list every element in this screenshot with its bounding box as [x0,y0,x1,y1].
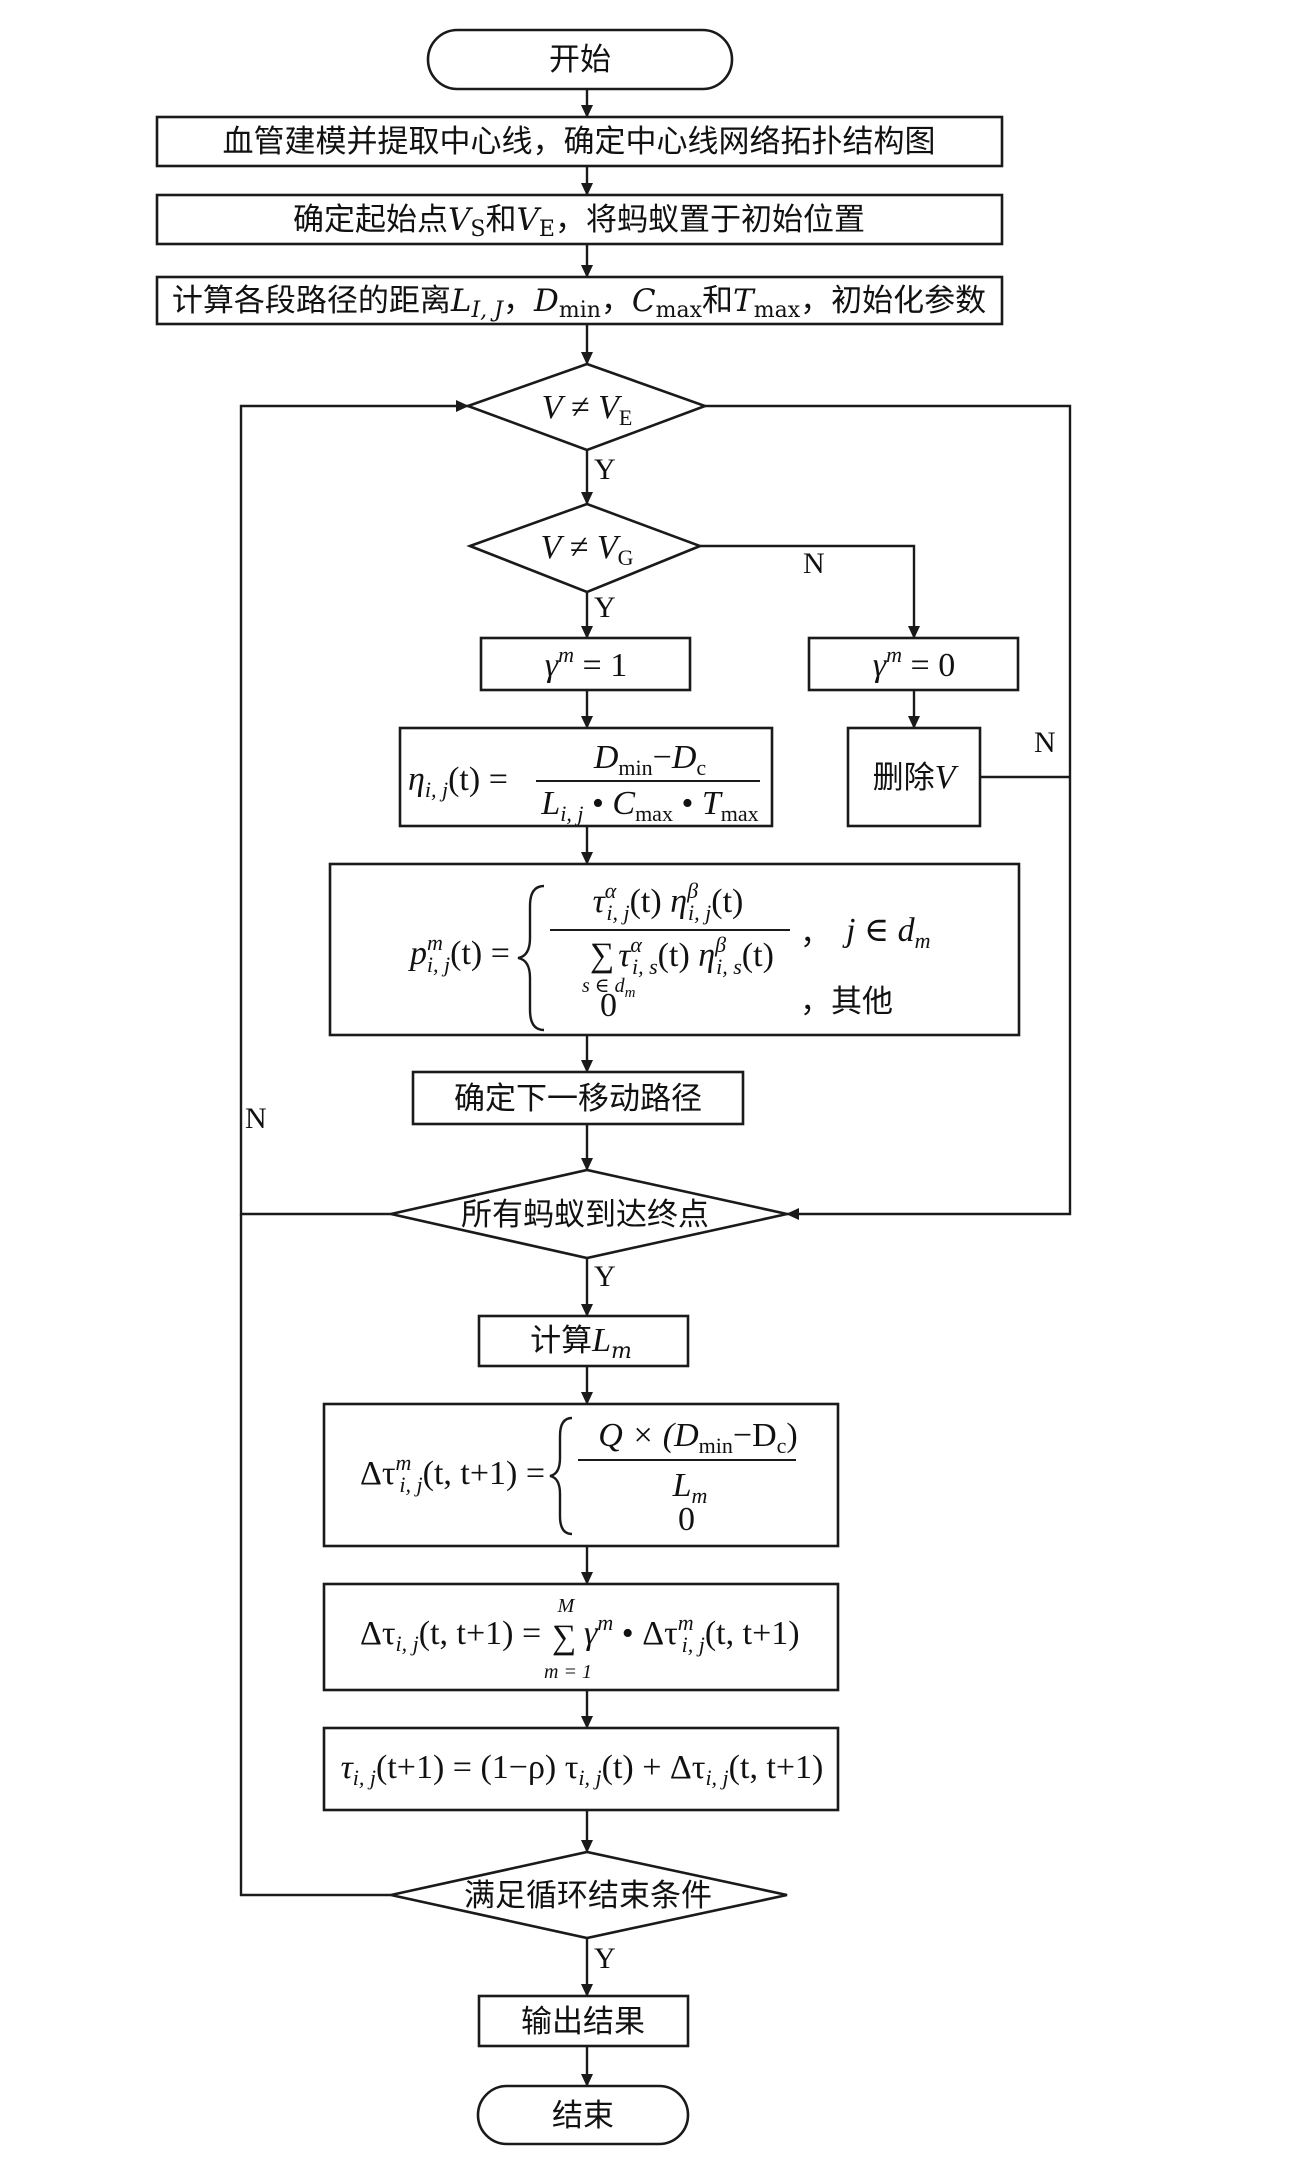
gamma-one-label: γm = 1 [545,642,627,684]
eta-lhs: ηi, j(t) = [408,761,508,802]
decision-v-not-vg: V ≠ VG [466,502,704,594]
no-label-right-loop: N [1034,726,1056,759]
prob-brace [517,884,545,1032]
delete-v-label: 删除V [873,759,960,796]
decision-v-not-ve: V ≠ VE [464,362,709,452]
prob-case1-comma: ， [800,916,831,952]
next-path-label: 确定下一移动路径 [454,1081,702,1117]
pheromone-update-label: τi, j(t+1) = (1−ρ) τi, j(t) + Δτi, j(t, … [341,1749,824,1790]
line-loop-end-no-to-left [239,1214,391,1897]
prob-case2: ，其他 [800,984,893,1020]
yes-label-cond-ve: Y [594,453,616,486]
next-path-box: 确定下一移动路径 [411,1070,745,1126]
eta-formula-box: ηi, j(t) = Dmin−Dc Li, j • Cmax • Tmax [398,726,774,828]
prob-sum-subscript: s ∈ dm [582,975,636,1001]
step-model-centerline-label: 血管建模并提取中心线，确定中心线网络拓扑结构图 [223,124,936,160]
step-set-start-end-label: 确定起始点VS和VE，将蚂蚁置于初始位置 [293,202,865,242]
yes-label-cond-vg: Y [594,591,616,624]
decision-all-arrive: 所有蚂蚁到达终点 [390,1168,788,1260]
branch-labels: Y Y N N N Y Y [245,453,1056,1975]
no-label-left-loop: N [245,1102,267,1135]
end-node: 结束 [476,2084,690,2146]
start-label: 开始 [549,42,611,78]
delta-m-denominator: Lm [672,1467,708,1508]
yes-label-loop-end: Y [594,1942,616,1975]
delete-v-box: 删除V [846,726,982,828]
step-model-centerline: 血管建模并提取中心线，确定中心线网络拓扑结构图 [155,115,1004,168]
step-compute-distance-label: 计算各段路径的距离LI, J，Dmin，Cmax和Tmax，初始化参数 [172,283,986,323]
prob-case1-cond: j ∈ dm [842,912,931,953]
eta-denominator: Li, j • Cmax • Tmax [540,785,758,826]
decision-v-not-vg-label: V ≠ VG [540,529,633,570]
decision-loop-end: 满足循环结束条件 [390,1850,788,1940]
gamma-zero-box: γm = 0 [807,636,1020,692]
no-label-cond-vg: N [803,547,825,580]
step-compute-distance: 计算各段路径的距离LI, J，Dmin，Cmax和Tmax，初始化参数 [155,275,1004,326]
end-label: 结束 [552,2098,614,2134]
step-set-start-end: 确定起始点VS和VE，将蚂蚁置于初始位置 [155,193,1004,246]
decision-v-not-ve-label: V ≠ VE [542,389,633,430]
yes-label-all-arrive: Y [594,1260,616,1293]
prob-case-zero: 0 [600,987,617,1024]
calc-lm-label: 计算Lm [530,1322,632,1364]
delta-sum-top: M [557,1595,576,1617]
gamma-one-box: γm = 1 [479,636,692,692]
pheromone-update-box: τi, j(t+1) = (1−ρ) τi, j(t) + Δτi, j(t, … [322,1726,840,1812]
arrow-cond-vg-gamma0 [700,544,920,639]
connectors [239,89,1072,2087]
decision-all-arrive-label: 所有蚂蚁到达终点 [461,1197,709,1233]
calc-lm-box: 计算Lm [477,1314,690,1368]
arrow-all-arrive-no-loop [239,400,469,1216]
delta-m-numerator: Q × (Dmin−Dc) [598,1417,797,1458]
delta-m-zero: 0 [678,1501,695,1538]
gamma-zero-label: γm = 0 [873,642,955,684]
arrow-cond-ve-no-to-all-arrive [705,404,1072,1220]
delta-sum-lhs: Δτi, j(t, t+1) = [360,1615,541,1656]
delta-sum-sigma: ∑ [552,1619,576,1656]
eta-numerator: Dmin−Dc [593,739,707,780]
output-box: 输出结果 [477,1994,690,2048]
delta-m-brace [549,1416,573,1536]
delta-sum-bottom: m = 1 [544,1661,592,1683]
decision-loop-end-label: 满足循环结束条件 [464,1878,712,1914]
output-label: 输出结果 [521,2004,645,2040]
start-node: 开始 [426,28,734,91]
